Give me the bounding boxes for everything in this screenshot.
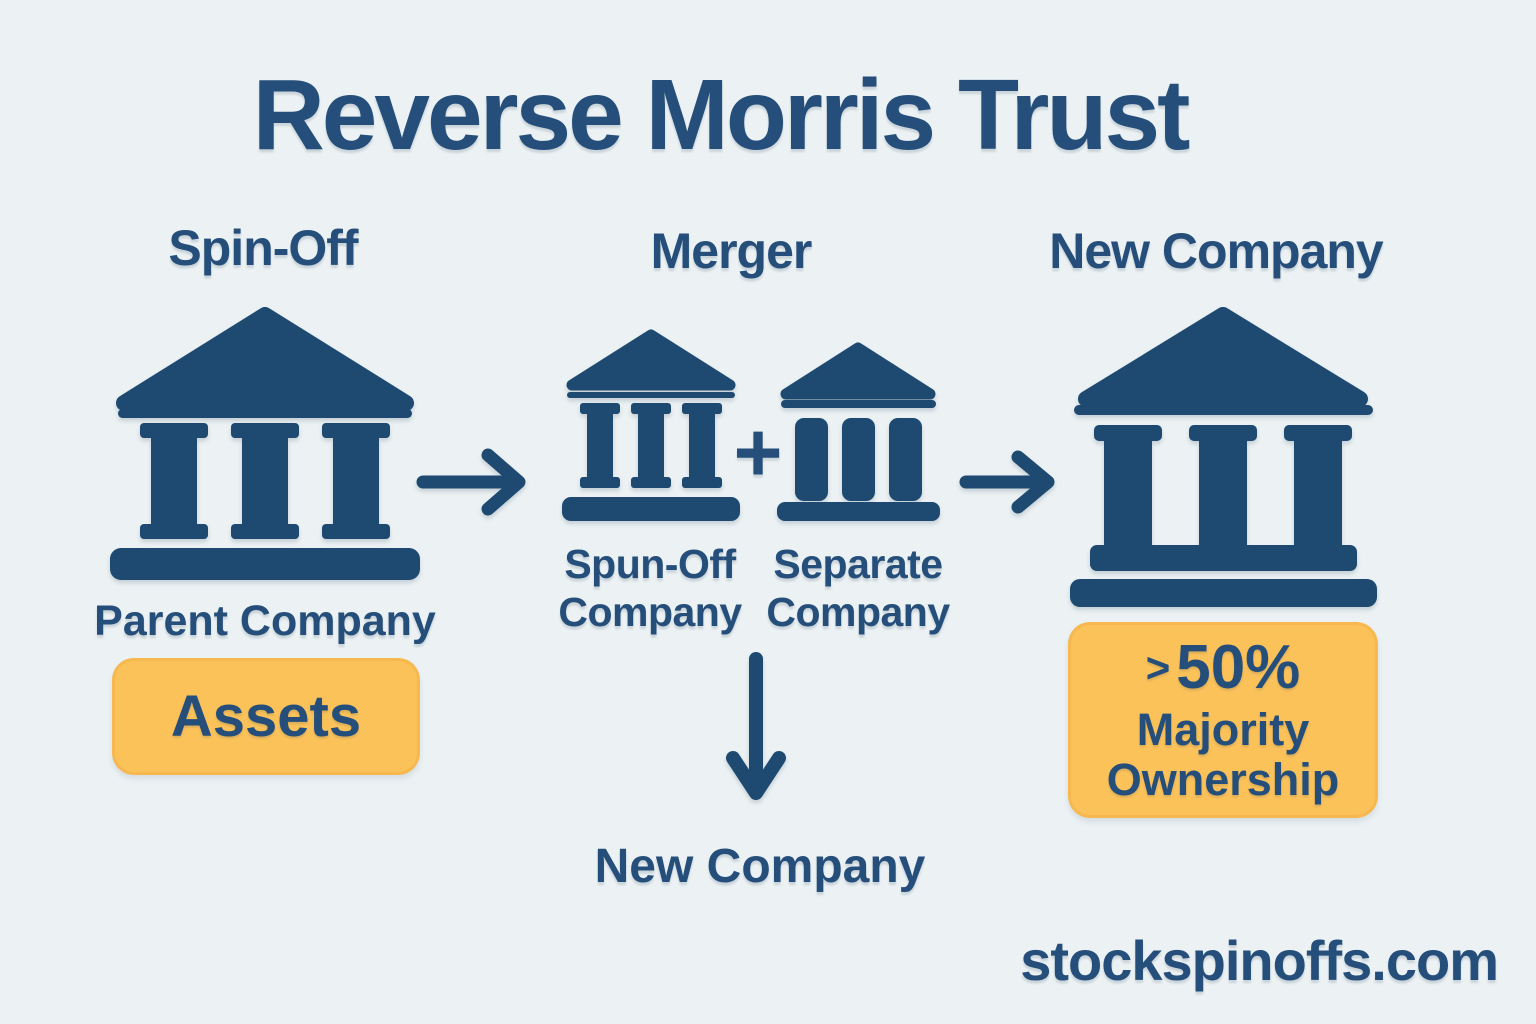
merger-result-label: New Company (594, 840, 926, 893)
arrow-right-icon (416, 445, 528, 519)
bank-icon-parent-company (110, 307, 420, 580)
separate-company-label: Separate Company (766, 541, 950, 635)
arrow-down-icon (726, 652, 786, 804)
bank-icon-separate-company (777, 342, 940, 521)
plus-icon: + (733, 405, 783, 499)
watermark: stockspinoffs.com (1020, 929, 1499, 992)
section-heading-merger: Merger (650, 223, 813, 279)
spun-off-company-label: Spun-Off Company (558, 541, 742, 635)
section-heading-spin-off: Spin-Off (168, 220, 358, 276)
arrow-right-icon (958, 448, 1056, 516)
parent-company-label: Parent Company (94, 597, 436, 645)
ownership-percentage: >50% (1145, 632, 1301, 702)
section-heading-new-company: New Company (1049, 223, 1384, 279)
assets-badge-label: Assets (170, 684, 362, 749)
majority-ownership-badge: >50% Majority Ownership (1068, 622, 1378, 818)
page-title: Reverse Morris Trust (252, 59, 1191, 171)
bank-icon-spun-off-company (562, 329, 740, 521)
assets-badge: Assets (112, 658, 420, 775)
bank-icon-new-company (1070, 307, 1377, 607)
